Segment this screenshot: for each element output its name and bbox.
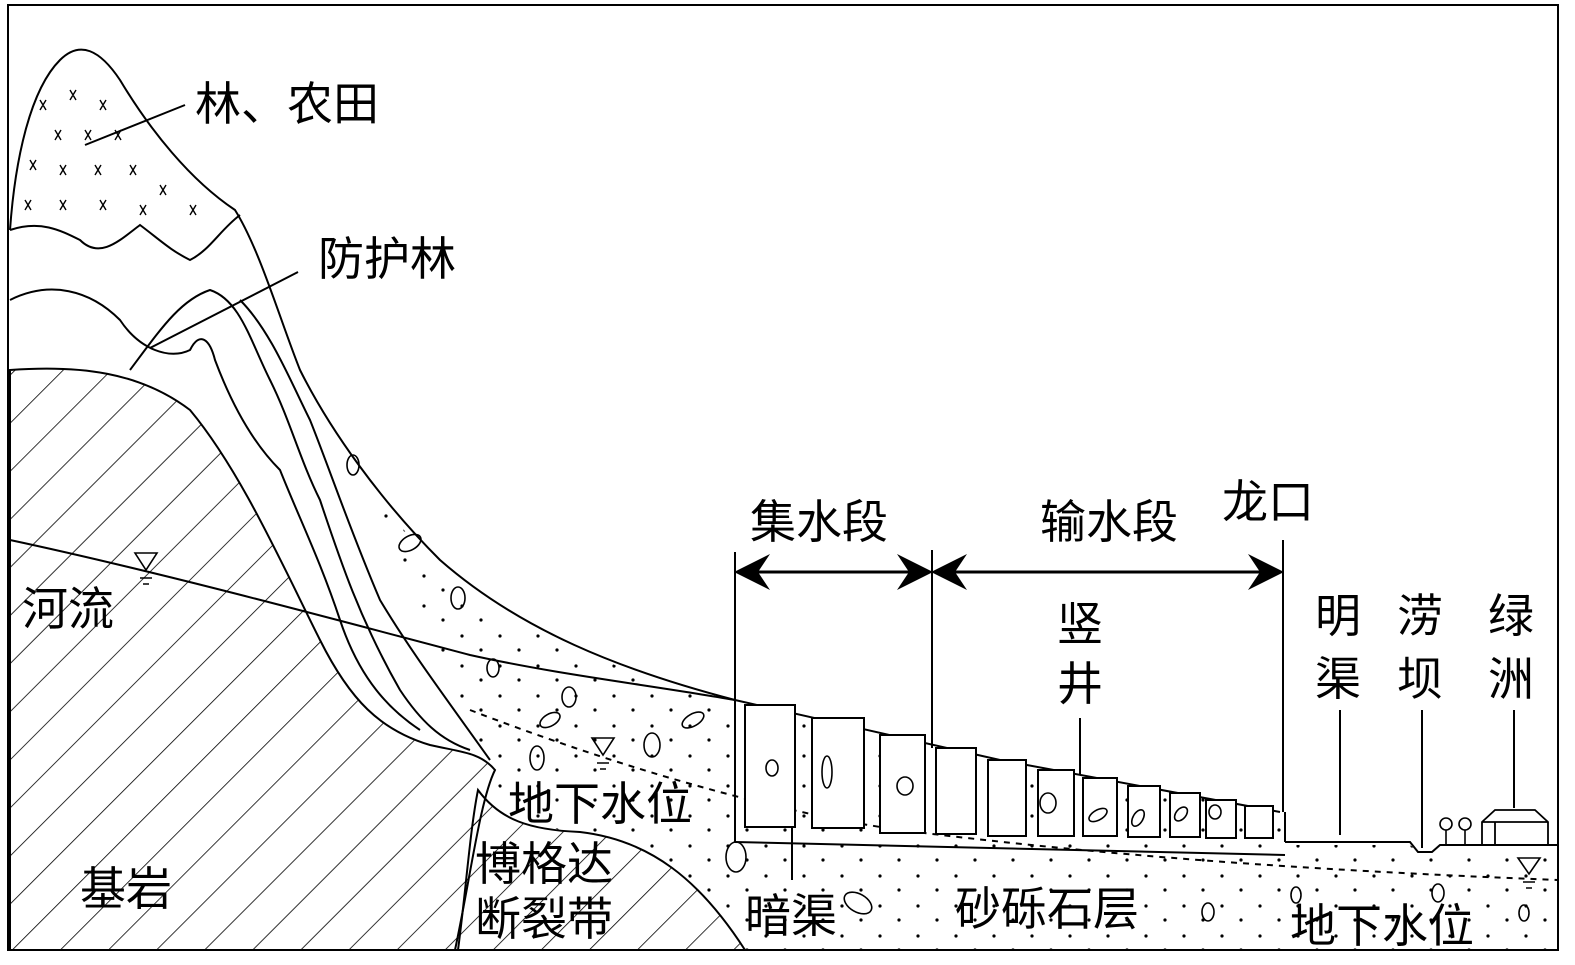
- label-outlet: 龙口: [1222, 475, 1314, 529]
- label-forest-farmland: 林、农田: [195, 77, 379, 131]
- tree-icon: [1439, 817, 1472, 845]
- river-line: [9, 539, 736, 701]
- label-underground-channel: 暗渠: [745, 889, 837, 943]
- vertical-shafts: [744, 704, 1274, 839]
- underground-channel-line: [734, 841, 1558, 856]
- forest-texture: [24, 89, 197, 216]
- label-water-table-upper: 地下水位: [508, 777, 692, 831]
- water-table-symbol: [590, 737, 616, 770]
- label-shaft-2: 井: [1057, 657, 1103, 711]
- fault-zone-block: [456, 787, 747, 951]
- label-shelter-forest: 防护林: [318, 232, 456, 286]
- forest-boundary: [9, 214, 241, 262]
- label-conveyance-section: 输水段: [1040, 495, 1178, 549]
- label-fault-zone-line2: 断裂带: [475, 892, 613, 946]
- label-oasis-2: 洲: [1488, 652, 1534, 706]
- water-table-symbol: [133, 552, 159, 585]
- leader-line-forest-farmland: [84, 104, 186, 146]
- rock-layer-line: [239, 299, 491, 761]
- rock-layer-line: [129, 288, 471, 751]
- gravel-pebbles: [346, 454, 1530, 922]
- house-icon: [1481, 809, 1549, 845]
- label-open-channel-2: 渠: [1315, 652, 1361, 706]
- label-shaft-1: 竖: [1057, 597, 1103, 651]
- leader-line-shelter-forest: [149, 271, 299, 349]
- label-fault-zone-line1: 博格达: [475, 837, 613, 891]
- label-water-table-lower: 地下水位: [1290, 899, 1474, 953]
- label-gravel-layer: 砂砾石层: [955, 882, 1139, 936]
- label-river: 河流: [22, 582, 114, 636]
- mountain-surface-line: [9, 48, 1281, 813]
- label-oasis-1: 绿: [1488, 589, 1534, 643]
- label-collection-section: 集水段: [750, 495, 888, 549]
- water-table-symbol: [1516, 857, 1542, 889]
- label-open-channel-1: 明: [1315, 589, 1361, 643]
- label-pond-dam-1: 涝: [1397, 589, 1443, 643]
- label-pond-dam-2: 坝: [1397, 652, 1443, 706]
- label-bedrock: 基岩: [80, 862, 172, 916]
